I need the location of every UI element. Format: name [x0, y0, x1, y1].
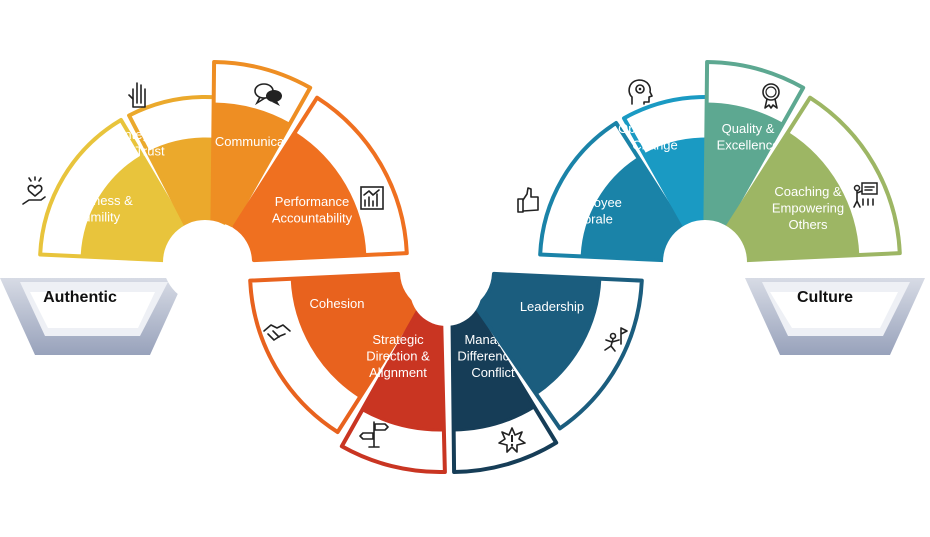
segment-label-line: Openness to [618, 121, 692, 136]
bar-chart-icon [360, 186, 384, 210]
climbing-flag-icon [604, 327, 628, 352]
segment-label-line: Employee [564, 195, 622, 210]
award-ribbon-icon [762, 83, 780, 109]
segment-label-line: Excellence [717, 138, 780, 153]
segment-label-line: Empowering [772, 201, 844, 216]
segment-label-line: Quality & [722, 121, 775, 136]
authentic-base: Authentic [0, 278, 185, 355]
culture-base: Culture [745, 278, 925, 355]
segment-label-line: Change [632, 138, 678, 153]
segment-label-line: Communication [215, 134, 305, 149]
segment-cohesion: Cohesion [248, 271, 420, 435]
segment-label-line: Accountability [272, 211, 353, 226]
segment-label-line: Cohesion [310, 296, 365, 311]
head-gear-icon [628, 79, 653, 105]
segment-communication: Communication [210, 60, 313, 228]
segment-label-line: Conflict [471, 365, 515, 380]
segment-label-line: Others [788, 217, 828, 232]
thumbs-up-icon [517, 187, 539, 213]
explosion-icon [498, 427, 526, 453]
speech-bubbles-icon [254, 83, 282, 106]
segment-label-line: Alignment [369, 365, 427, 380]
segment-label-line: Openness & [61, 193, 133, 208]
segment-label: Openness & Humility [61, 193, 133, 225]
segment-label-line: Trust [135, 144, 165, 159]
hub-circle [163, 220, 247, 304]
segment-label-line: Direction & [366, 349, 430, 364]
culture-label: Culture [797, 289, 853, 306]
segment-leadership: Leadership [473, 271, 644, 431]
authentic-label: Authentic [43, 289, 117, 306]
segment-label-line: Performance [275, 194, 349, 209]
segment-label: Integrity & Trust [121, 127, 180, 159]
segment-label-line: Morale [573, 212, 613, 227]
segment-label: Leadership [520, 299, 584, 314]
segment-label-line: Strategic [372, 332, 424, 347]
hub-circle [663, 220, 747, 304]
segment-label-line: Leadership [520, 299, 584, 314]
segment-label: Openness to Change [618, 121, 692, 153]
segment-label-line: Coaching & [774, 184, 842, 199]
segment-quality-excellence: Quality & Excellence [703, 60, 806, 228]
handshake-icon [263, 324, 291, 341]
raised-hand-icon [128, 82, 146, 108]
segment-label: Quality & Excellence [717, 121, 780, 153]
segment-label-line: Humility [74, 210, 121, 225]
segment-label: Cohesion [310, 296, 365, 311]
segment-label: Communication [215, 134, 305, 149]
signpost-icon [359, 421, 389, 448]
heart-hand-icon [22, 176, 46, 205]
hub-circle [410, 254, 482, 326]
segment-label-line: Integrity & [121, 127, 180, 142]
presenter-board-icon [853, 182, 878, 208]
